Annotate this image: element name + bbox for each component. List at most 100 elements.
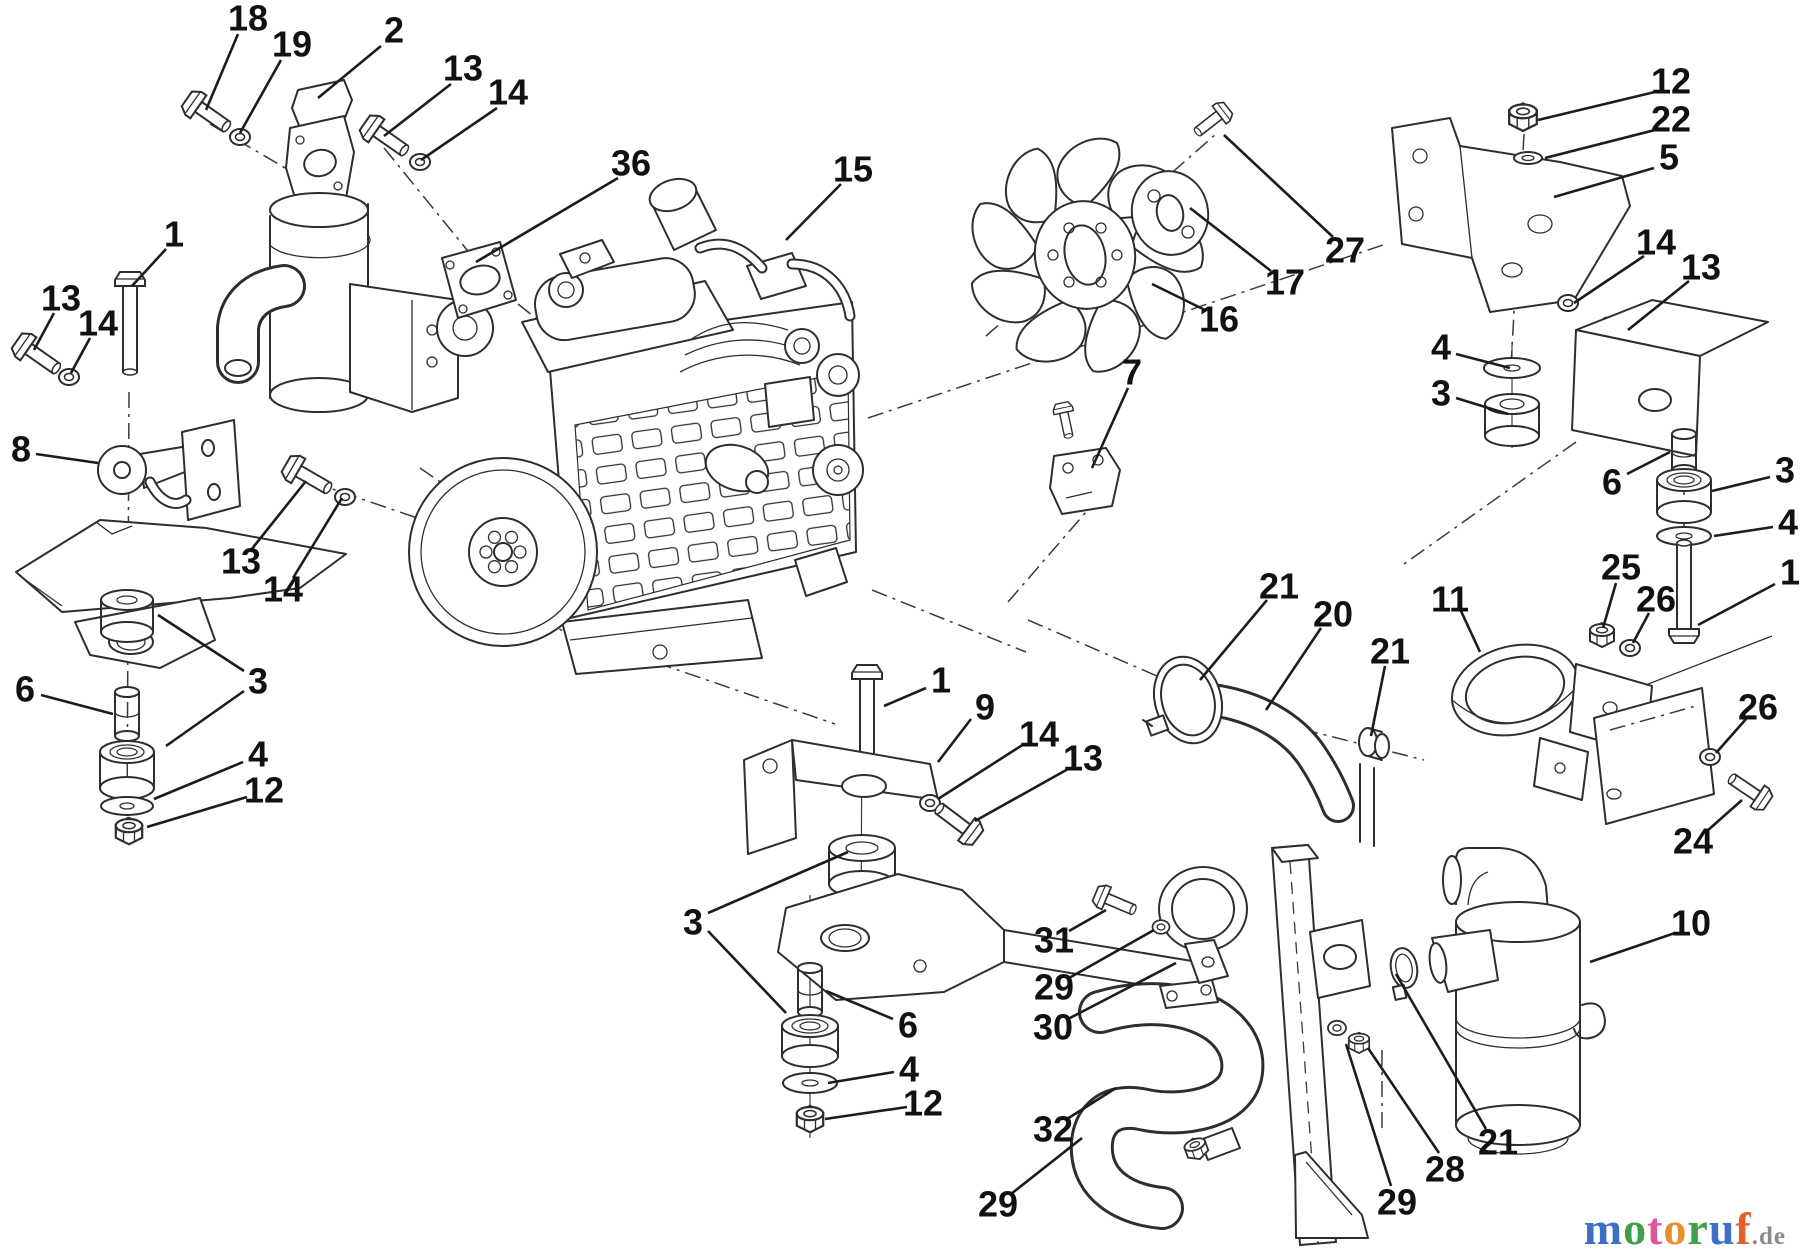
callout-12: 12: [903, 1083, 943, 1124]
callout-12: 12: [1651, 61, 1691, 102]
callout-6: 6: [898, 1005, 918, 1046]
leader-line: [1394, 973, 1488, 1130]
callout-8: 8: [11, 429, 31, 470]
callout-4: 4: [1778, 502, 1798, 543]
callout-30: 30: [1033, 1007, 1073, 1048]
intake-cap: [648, 177, 698, 213]
angle-bracket-right: [1571, 299, 1769, 457]
mount-bracket-9: [743, 739, 939, 855]
leader-line: [32, 312, 56, 351]
leader-line: [153, 760, 244, 801]
callout-10: 10: [1671, 903, 1711, 944]
leader-line: [1455, 352, 1511, 370]
washer-29-left: [1151, 919, 1171, 935]
hanger-link-8: [97, 419, 241, 521]
callout-27: 27: [1325, 230, 1365, 271]
callout-15: 15: [833, 149, 873, 190]
logo-letter: o: [1663, 1203, 1688, 1254]
lift-hook: [559, 239, 615, 279]
leader-line: [1544, 128, 1656, 160]
leader-line: [1713, 525, 1774, 538]
callout-4: 4: [248, 734, 268, 775]
leader-line: [1459, 610, 1482, 653]
leader-line: [131, 248, 167, 287]
callout-9: 9: [975, 687, 995, 728]
leader-line: [1627, 279, 1690, 332]
callout-13: 13: [221, 541, 261, 582]
callout-2: 2: [384, 10, 404, 51]
leader-line: [475, 176, 619, 264]
callout-14: 14: [488, 72, 528, 113]
leader-line: [974, 767, 1069, 823]
callout-28: 28: [1425, 1149, 1465, 1190]
leader-line: [69, 337, 92, 374]
leader-line: [291, 497, 344, 579]
washer-26-upper: [1619, 639, 1641, 657]
oil-filler-cap: [548, 272, 584, 308]
leader-line: [937, 742, 1025, 801]
callout-32: 32: [1033, 1109, 1073, 1150]
leader-line: [1553, 166, 1655, 199]
leader-line: [317, 44, 382, 100]
washer-28: [1327, 1019, 1347, 1037]
callout-4: 4: [899, 1049, 919, 1090]
callout-1: 1: [931, 660, 951, 701]
nut-29-right: [1347, 1031, 1371, 1054]
logo-letter: f: [1735, 1203, 1752, 1254]
injection-pump: [816, 353, 860, 397]
muffler-body-top: [269, 192, 369, 228]
callout-14: 14: [1636, 222, 1676, 263]
leader-line: [785, 183, 842, 241]
bearing-3-right: [1656, 468, 1712, 524]
callout-24: 24: [1673, 821, 1713, 862]
gasket-36: [441, 241, 517, 319]
leader-line: [707, 930, 787, 1014]
leader-line: [1151, 282, 1206, 312]
callout-6: 6: [15, 669, 35, 710]
leader-line: [1626, 450, 1671, 476]
washer-4-right-upper: [1483, 357, 1541, 379]
leader-line: [420, 106, 498, 162]
leader-line: [1068, 908, 1107, 933]
engine-15: [408, 177, 864, 675]
callout-3: 3: [248, 661, 268, 702]
leader-line: [1223, 134, 1334, 238]
leader-line: [1589, 931, 1676, 964]
leader-line: [249, 480, 308, 551]
leader-line: [824, 1105, 908, 1121]
callout-36: 36: [611, 143, 651, 184]
muffler-2: [216, 79, 459, 413]
callout-26: 26: [1636, 579, 1676, 620]
callout-3: 3: [683, 902, 703, 943]
post-foot: [1294, 1151, 1369, 1239]
callout-7: 7: [1122, 352, 1142, 393]
leader-line: [1068, 928, 1155, 980]
leader-line: [1366, 1047, 1441, 1154]
motoruf-logo[interactable]: motoruf.de: [1584, 1206, 1786, 1252]
leader-line: [165, 689, 245, 748]
callout-14: 14: [78, 303, 118, 344]
leader-line: [827, 1070, 895, 1085]
oil-pan: [561, 599, 763, 675]
washer-22: [1513, 151, 1543, 165]
leader-line: [1455, 396, 1509, 416]
leader-line: [1601, 582, 1618, 629]
fan-spacer-17: [1130, 170, 1210, 256]
leader-line: [1706, 799, 1743, 832]
stop-bracket-7: [1049, 400, 1121, 515]
crank-pulley: [812, 444, 864, 496]
exhaust-stub: [794, 547, 848, 597]
callout-11: 11: [1431, 579, 1469, 620]
flywheel: [408, 457, 598, 647]
leader-line: [1264, 627, 1323, 711]
leader-line: [1067, 961, 1177, 1021]
leader-line: [1697, 582, 1776, 627]
callout-1: 1: [164, 214, 184, 255]
callout-14: 14: [263, 569, 303, 610]
logo-letter: u: [1708, 1203, 1736, 1254]
callout-13: 13: [1681, 247, 1721, 288]
mount-plate-right: [1593, 687, 1715, 825]
